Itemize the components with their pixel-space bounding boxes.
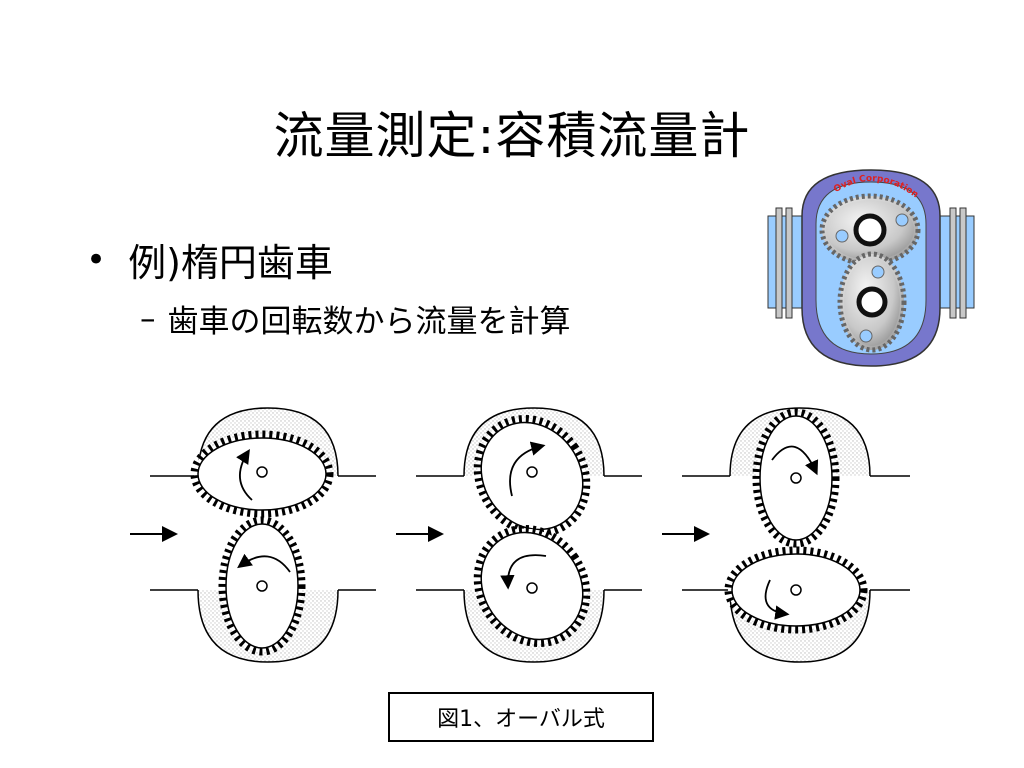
upper-gear-shape <box>819 193 921 267</box>
diagram-panel-2 <box>396 407 642 663</box>
oval-gear-stages-diagram <box>130 407 910 663</box>
bullet-level1: • 例)楕円歯車 <box>86 232 333 287</box>
lower-gear-shape <box>837 251 907 353</box>
diagram-panel-3 <box>662 407 910 663</box>
oval-gear-pump-illustration: Oval Corporation <box>767 169 975 367</box>
pump-flange-shape <box>949 207 957 319</box>
slide-title: 流量測定:容積流量計 <box>273 107 751 165</box>
bullet-level2-text: 歯車の回転数から流量を計算 <box>167 304 571 340</box>
bullet-dot-icon: • <box>86 239 107 280</box>
bullet-level2: – 歯車の回転数から流量を計算 <box>140 296 571 341</box>
bullet-dash-icon: – <box>140 300 156 337</box>
pump-flange-shape <box>785 207 793 319</box>
pump-flange-shape <box>959 207 967 319</box>
figure-caption: 図1、オーバル式 <box>388 692 654 742</box>
pump-flange-shape <box>775 207 783 319</box>
diagram-panel-1 <box>130 407 376 663</box>
bullet-level1-text: 例)楕円歯車 <box>128 241 333 285</box>
